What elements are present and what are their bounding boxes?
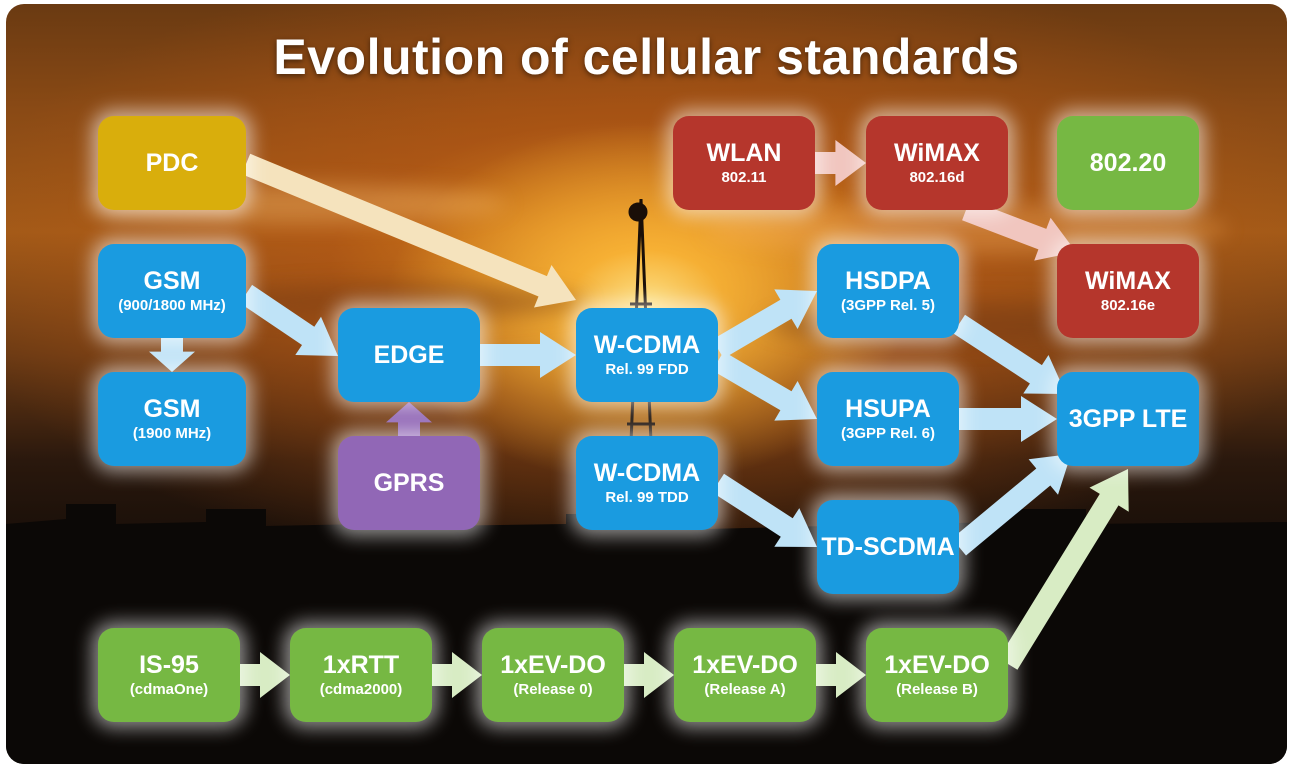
node-wimax-16e: WiMAX 802.16e xyxy=(1057,244,1199,338)
arrow-wcdma_tdd-to-td_scdma xyxy=(712,473,817,547)
node-label: 1xRTT xyxy=(322,651,400,679)
node-label: 1xEV-DO xyxy=(500,651,606,679)
node-802-20: 802.20 xyxy=(1057,116,1199,210)
arrow-evdoB-to-lte xyxy=(998,469,1129,670)
node-label: 1xEV-DO xyxy=(692,651,798,679)
node-3gpp-lte: 3GPP LTE xyxy=(1057,372,1199,466)
arrow-pdc-to-wcdma_fdd xyxy=(241,153,577,308)
node-sublabel: (1900 MHz) xyxy=(132,425,212,442)
arrow-gsm900-to-gsm1900 xyxy=(149,338,195,372)
diagram-canvas: Evolution of cellular standards PDC GSM … xyxy=(6,4,1287,764)
node-label: 3GPP LTE xyxy=(1068,405,1188,433)
node-sublabel: Rel. 99 TDD xyxy=(605,489,689,506)
node-1xevdo-relA: 1xEV-DO (Release A) xyxy=(674,628,816,722)
arrow-edge-to-wcdma_fdd xyxy=(480,332,576,378)
node-td-scdma: TD-SCDMA xyxy=(817,500,959,594)
node-label: IS-95 xyxy=(139,651,199,679)
node-label: HSDPA xyxy=(845,267,931,295)
node-label: GSM xyxy=(143,395,201,423)
node-label: W-CDMA xyxy=(593,459,701,487)
arrow-wimax_d-to-wimax_e xyxy=(962,199,1076,261)
node-sublabel: (Release A) xyxy=(704,681,786,698)
node-gprs: GPRS xyxy=(338,436,480,530)
node-wcdma-fdd: W-CDMA Rel. 99 FDD xyxy=(576,308,718,402)
node-sublabel: (Release 0) xyxy=(513,681,593,698)
node-pdc: PDC xyxy=(98,116,246,210)
node-1xrtt: 1xRTT (cdma2000) xyxy=(290,628,432,722)
node-gsm-1900: GSM (1900 MHz) xyxy=(98,372,246,466)
node-1xevdo-relB: 1xEV-DO (Release B) xyxy=(866,628,1008,722)
node-hsdpa: HSDPA (3GPP Rel. 5) xyxy=(817,244,959,338)
node-edge: EDGE xyxy=(338,308,480,402)
arrow-hsdpa-to-lte xyxy=(953,314,1066,394)
node-sublabel: 802.16e xyxy=(1100,297,1156,314)
arrow-td_scdma-to-lte xyxy=(952,454,1071,556)
node-wcdma-tdd: W-CDMA Rel. 99 TDD xyxy=(576,436,718,530)
node-sublabel: (cdma2000) xyxy=(319,681,403,698)
node-is-95: IS-95 (cdmaOne) xyxy=(98,628,240,722)
node-sublabel: 802.16d xyxy=(909,169,965,186)
node-sublabel: (Release B) xyxy=(896,681,978,698)
node-wimax-16d: WiMAX 802.16d xyxy=(866,116,1008,210)
diagram-title: Evolution of cellular standards xyxy=(273,29,1020,85)
node-1xevdo-rel0: 1xEV-DO (Release 0) xyxy=(482,628,624,722)
node-label: W-CDMA xyxy=(593,331,701,359)
node-sublabel: (cdmaOne) xyxy=(129,681,209,698)
arrow-evdo0-to-evdoA xyxy=(624,652,674,698)
node-sublabel: 802.11 xyxy=(721,169,767,186)
node-sublabel: Rel. 99 FDD xyxy=(605,361,689,378)
node-sublabel: (3GPP Rel. 6) xyxy=(841,425,935,442)
arrow-wlan-to-wimax_d xyxy=(815,140,866,186)
node-label: PDC xyxy=(145,149,199,177)
node-label: 1xEV-DO xyxy=(884,651,990,679)
node-label: EDGE xyxy=(373,341,445,369)
node-label: GPRS xyxy=(373,469,445,497)
node-sublabel: (3GPP Rel. 5) xyxy=(841,297,935,314)
arrow-gprs-to-edge xyxy=(386,402,432,436)
arrow-evdoA-to-evdoB xyxy=(816,652,866,698)
node-label: WLAN xyxy=(706,139,782,167)
node-label: TD-SCDMA xyxy=(821,533,955,561)
node-wlan: WLAN 802.11 xyxy=(673,116,815,210)
arrow-gsm900-to-edge xyxy=(239,284,338,356)
arrow-wcdma_fdd-to-hsdpa xyxy=(712,289,817,359)
node-sublabel: (900/1800 MHz) xyxy=(118,297,226,314)
node-label: WiMAX xyxy=(894,139,980,167)
node-gsm-900-1800: GSM (900/1800 MHz) xyxy=(98,244,246,338)
node-hsupa: HSUPA (3GPP Rel. 6) xyxy=(817,372,959,466)
node-label: WiMAX xyxy=(1085,267,1171,295)
node-label: GSM xyxy=(143,267,201,295)
arrow-hsupa-to-lte xyxy=(959,396,1057,442)
node-label: 802.20 xyxy=(1089,149,1167,177)
arrow-rtt-to-evdo0 xyxy=(432,652,482,698)
arrow-is95-to-rtt xyxy=(240,652,290,698)
arrow-wcdma_fdd-to-hsupa xyxy=(712,351,817,421)
node-label: HSUPA xyxy=(845,395,931,423)
